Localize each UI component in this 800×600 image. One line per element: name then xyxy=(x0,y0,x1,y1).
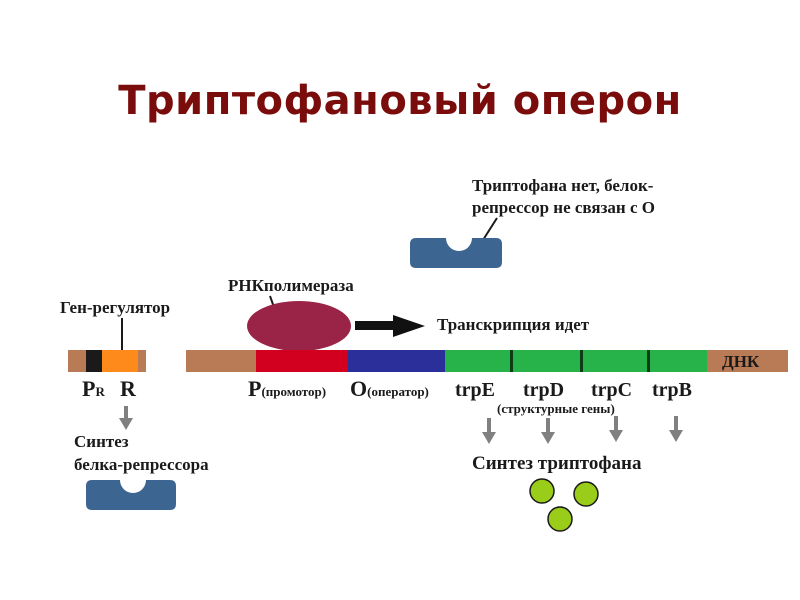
gene-divider xyxy=(510,350,513,372)
note-pointer-line xyxy=(482,217,498,241)
repressor-synthesis-line-1: Синтез xyxy=(74,432,129,451)
gene-label-trpb: trpB xyxy=(652,379,692,401)
gene-divider xyxy=(580,350,583,372)
tryptophan-molecule xyxy=(573,481,599,507)
gene-label-trpc: trpC xyxy=(591,379,632,401)
r-label: R xyxy=(120,376,137,401)
dna-label: ДНК xyxy=(722,352,760,371)
free-repressor-protein xyxy=(410,238,502,268)
gene-divider xyxy=(647,350,650,372)
promoter-region xyxy=(256,350,348,372)
regulator-down-arrow-head xyxy=(119,418,133,430)
operator-region xyxy=(348,350,445,372)
note-line-1: Триптофана нет, белок- xyxy=(472,176,654,195)
promoter-label: P(промотор) xyxy=(248,376,326,401)
gene-label-trpd: trpD xyxy=(523,379,564,401)
repressor-synthesis-line-2: белка-репрессора xyxy=(74,455,209,474)
gene-arrow-head xyxy=(609,430,623,442)
transcription-label: Транскрипция идет xyxy=(437,315,590,334)
gene-arrow-head xyxy=(669,430,683,442)
transcription-arrow-head xyxy=(393,315,425,337)
pr-label: PR xyxy=(82,376,105,401)
gene-arrow-head xyxy=(541,432,555,444)
gene-down-arrows xyxy=(482,416,683,444)
gene-arrow-head xyxy=(482,432,496,444)
rna-polymerase-enzyme xyxy=(247,301,351,351)
tryptophan-molecule xyxy=(529,478,555,504)
structural-genes-region xyxy=(445,350,707,372)
operator-label: O(оператор) xyxy=(350,376,429,401)
note-line-2: репрессор не связан с О xyxy=(472,198,655,217)
gene-label-trpe: trpE xyxy=(455,379,495,401)
tryptophan-molecule xyxy=(547,506,573,532)
synthesized-repressor-protein xyxy=(86,480,176,510)
regulator-gene-label: Ген-регулятор xyxy=(60,298,170,317)
rna-polymerase-label: РНКполимераза xyxy=(228,276,354,295)
regulator-promoter-block xyxy=(86,350,102,372)
page-title: Триптофановый оперон xyxy=(118,78,682,124)
structural-genes-label: (структурные гены) xyxy=(497,401,615,416)
transcription-arrow-shaft xyxy=(355,321,395,330)
regulator-gene-block xyxy=(102,350,138,372)
tryptophan-synthesis-label: Синтез триптофана xyxy=(472,453,642,474)
